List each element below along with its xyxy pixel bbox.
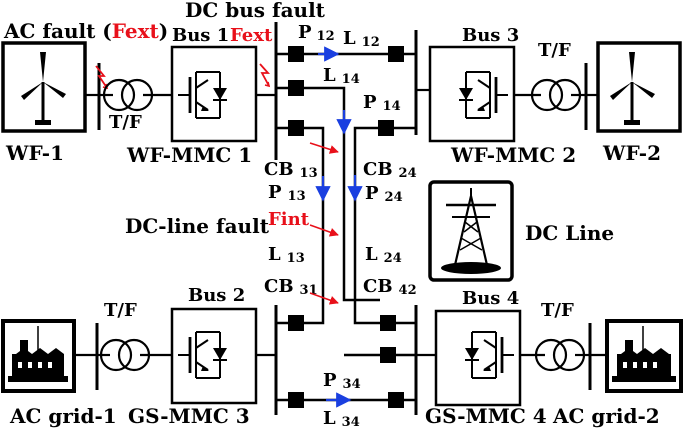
wf2-label: WF-2 (602, 141, 661, 165)
line-24 (353, 126, 386, 325)
wf-mmc2-converter-icon (428, 45, 516, 143)
ac-fault-fext: Fext (112, 19, 160, 43)
wf-mmc1-converter-icon (170, 45, 258, 143)
cb-bus4-line24 (380, 315, 396, 331)
dc-line-label: DC Line (525, 221, 614, 245)
gs-mmc4-label: GS-MMC 4 (425, 404, 547, 428)
gs-mmc4-converter-icon (434, 309, 522, 407)
dc-line-fault-label: DC-line fault (125, 214, 270, 238)
dc-line-tower-icon (428, 180, 514, 282)
bus3-label: Bus 3 (462, 25, 519, 46)
gs-mmc3-converter-icon (170, 307, 258, 405)
ac-fault-label: AC fault (Fext) (3, 19, 168, 43)
cb-bus1-line12 (288, 46, 304, 62)
ac-grid2-label: AC grid-2 (552, 404, 660, 428)
bus1-fext-label: Fext (230, 25, 273, 46)
tf-grid2-label: T/F (541, 300, 574, 321)
wf-mmc1-label: WF-MMC 1 (126, 143, 252, 167)
fault-arrow-2 (309, 224, 339, 237)
fault-arrow-3 (309, 292, 339, 305)
tf-wf1-label: T/F (109, 112, 142, 133)
cb-bus3-line24 (378, 120, 394, 136)
cb-bus4-line34 (388, 392, 404, 408)
cb-bus1-line14 (288, 80, 304, 96)
wf-mmc2-label: WF-MMC 2 (450, 143, 576, 167)
cb-bus1-line13 (288, 120, 304, 136)
tf-wf2-label: T/F (538, 40, 571, 61)
bus4-label: Bus 4 (462, 288, 519, 309)
dc-bus-fault-lightning-icon (259, 63, 271, 88)
fint-label: Fint (268, 209, 310, 230)
cb-bus3-line12 (388, 46, 404, 62)
cb-bus4-line14 (380, 347, 396, 363)
fault-arrow-1 (309, 142, 339, 154)
line-13 (304, 126, 325, 325)
dc-bus-fault-label: DC bus fault (185, 0, 326, 22)
line-14 (304, 86, 380, 302)
ac-grid2-icon (605, 319, 683, 393)
ac-grid1-icon (1, 319, 76, 393)
wf2-turbine-icon (596, 41, 682, 133)
tf-grid1-label: T/F (104, 300, 137, 321)
wf1-turbine-icon (1, 41, 87, 133)
bus2-label: Bus 2 (188, 285, 245, 306)
cb-bus2-line34 (288, 392, 304, 408)
wf1-label: WF-1 (5, 141, 64, 165)
gs-mmc3-label: GS-MMC 3 (128, 404, 250, 428)
bus1-label: Bus 1 (172, 25, 229, 46)
ac-grid1-label: AC grid-1 (9, 404, 117, 428)
cb-bus2-line13 (288, 315, 304, 331)
